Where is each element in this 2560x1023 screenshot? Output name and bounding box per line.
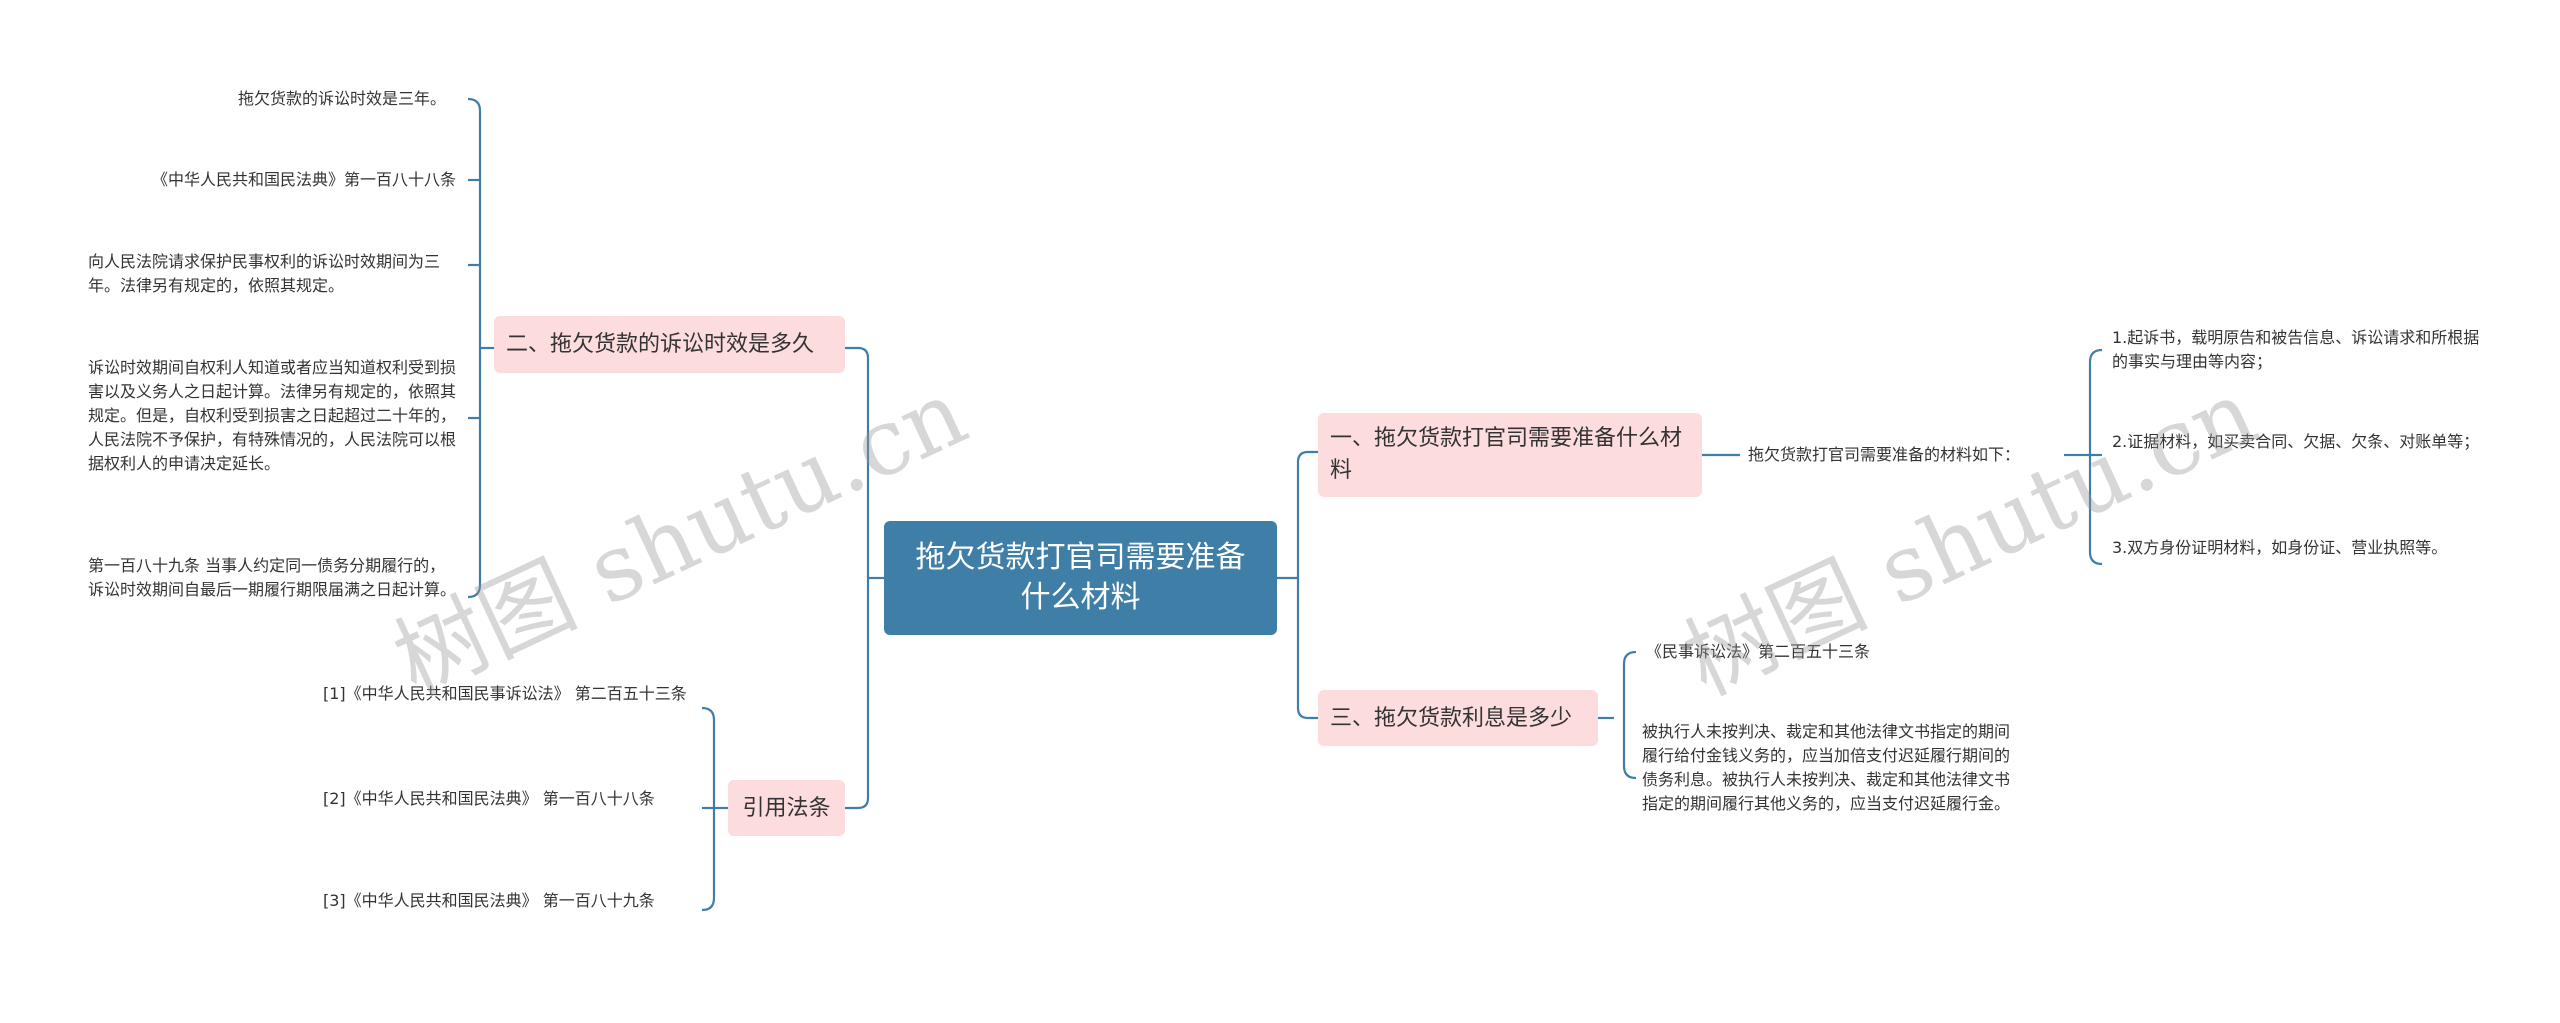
- limitation-leaf-4: 诉讼时效期间自权利人知道或者应当知道权利受到损害以及义务人之日起计算。法律另有规…: [88, 358, 457, 473]
- limitation-leaf-2: 《中华人民共和国民法典》第一百八十八条: [151, 170, 456, 189]
- branch-cited-laws-label: 引用法条: [742, 795, 831, 821]
- limitation-leaf-5: 第一百八十九条 当事人约定同一债务分期履行的，诉讼时效期间自最后一期履行期限届满…: [88, 556, 457, 599]
- root-label: 拖欠货款打官司需要准备什么材料: [915, 540, 1246, 615]
- branch-statute-limitations-label: 二、拖欠货款的诉讼时效是多久: [506, 332, 815, 357]
- branch-statute-limitations[interactable]: 二、拖欠货款的诉讼时效是多久: [494, 316, 845, 373]
- branch-interest-amount[interactable]: 三、拖欠货款利息是多少: [1318, 690, 1598, 746]
- material-item-1: 1.起诉书，载明原告和被告信息、诉讼请求和所根据的事实与理由等内容；: [2112, 328, 2480, 371]
- limitation-leaf-1: 拖欠货款的诉讼时效是三年。: [237, 89, 446, 108]
- material-item-2: 2.证据材料，如买卖合同、欠据、欠条、对账单等；: [2112, 432, 2480, 451]
- interest-leaf-1: 《民事诉讼法》第二百五十三条: [1646, 642, 1871, 661]
- cited-law-3: [3]《中华人民共和国民法典》 第一百八十九条: [323, 891, 655, 910]
- branch-interest-amount-label: 三、拖欠货款利息是多少: [1330, 705, 1573, 731]
- cited-law-2: [2]《中华人民共和国民法典》 第一百八十八条: [323, 789, 655, 808]
- materials-intro: 拖欠货款打官司需要准备的材料如下：: [1748, 445, 2021, 464]
- interest-leaf-2: 被执行人未按判决、裁定和其他法律文书指定的期间履行给付金钱义务的，应当加倍支付迟…: [1642, 722, 2011, 813]
- branch-required-materials-label: 一、拖欠货款打官司需要准备什么材料: [1330, 426, 1683, 483]
- material-item-3: 3.双方身份证明材料，如身份证、营业执照等。: [2112, 538, 2448, 557]
- cited-law-1: [1]《中华人民共和国民事诉讼法》 第二百五十三条: [323, 684, 687, 703]
- branch-required-materials[interactable]: 一、拖欠货款打官司需要准备什么材料: [1318, 413, 1702, 497]
- limitation-leaf-3: 向人民法院请求保护民事权利的诉讼时效期间为三年。法律另有规定的，依照其规定。: [88, 252, 441, 295]
- branch-cited-laws[interactable]: 引用法条: [728, 780, 845, 836]
- root-node[interactable]: 拖欠货款打官司需要准备什么材料: [884, 521, 1277, 635]
